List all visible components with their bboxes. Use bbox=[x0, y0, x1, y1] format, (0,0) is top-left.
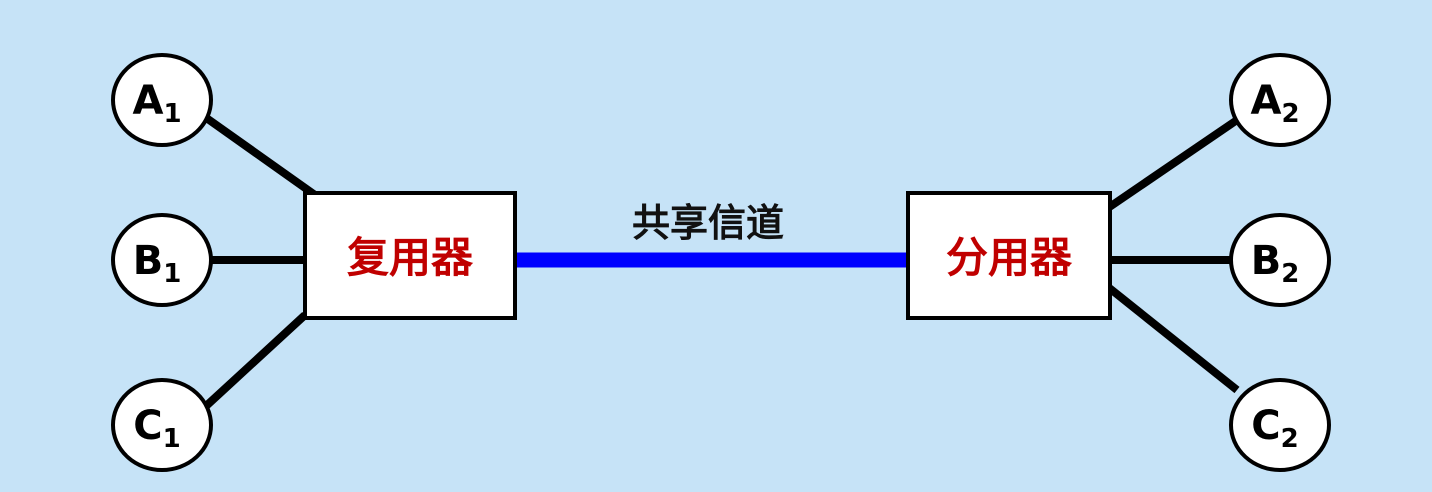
shared-channel-label: 共享信道 bbox=[632, 201, 784, 245]
svg-text:C2: C2 bbox=[1251, 403, 1298, 454]
svg-text:B1: B1 bbox=[133, 238, 182, 289]
demultiplexer-box: 分用器 bbox=[906, 191, 1112, 320]
line-a1-mux bbox=[202, 113, 318, 199]
demultiplexer-label: 分用器 bbox=[946, 233, 1073, 282]
node-c1: C1 bbox=[111, 378, 213, 472]
node-b1: B1 bbox=[111, 213, 213, 307]
svg-text:A1: A1 bbox=[132, 78, 181, 129]
node-a1: A1 bbox=[111, 53, 213, 147]
line-c1-mux bbox=[202, 312, 308, 410]
svg-text:B2: B2 bbox=[1251, 238, 1300, 289]
left-connectors bbox=[202, 113, 318, 410]
right-connectors bbox=[1105, 116, 1240, 394]
svg-text:C1: C1 bbox=[133, 403, 180, 454]
line-demux-a2 bbox=[1105, 116, 1240, 212]
svg-text:A2: A2 bbox=[1250, 78, 1299, 129]
multiplexer-box: 复用器 bbox=[303, 191, 517, 320]
line-demux-c2 bbox=[1105, 283, 1240, 394]
node-b2: B2 bbox=[1229, 213, 1331, 307]
node-c2: C2 bbox=[1229, 378, 1331, 472]
node-a2: A2 bbox=[1229, 53, 1331, 147]
multiplexer-label: 复用器 bbox=[347, 233, 474, 282]
